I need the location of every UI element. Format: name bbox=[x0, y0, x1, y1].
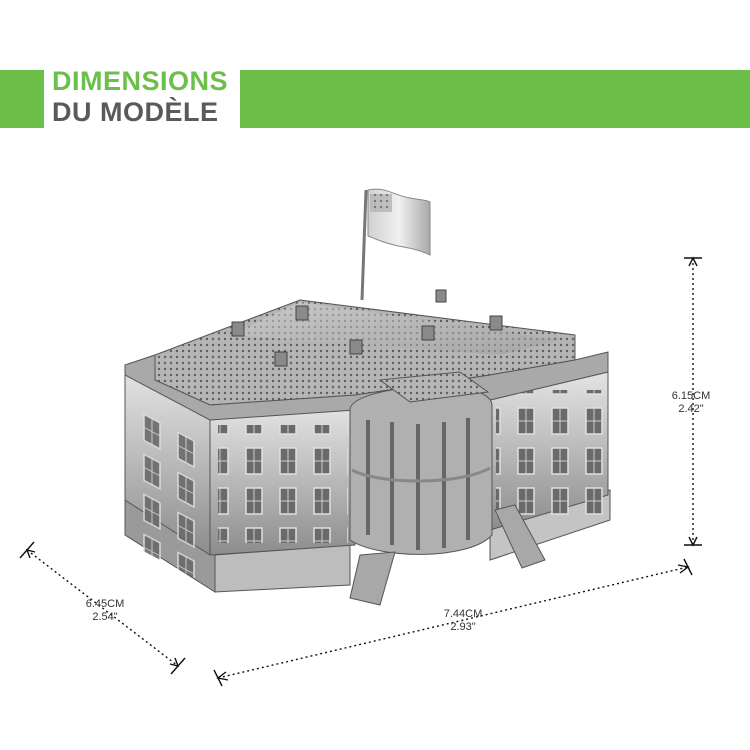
width-in: 2.93" bbox=[450, 621, 476, 633]
title-line-2: DU MODÈLE bbox=[52, 97, 219, 127]
title-line-1: DIMENSIONS bbox=[52, 66, 229, 96]
depth-cm: 6.45CM bbox=[85, 598, 125, 610]
page-title: DIMENSIONS DU MODÈLE bbox=[52, 66, 228, 128]
height-in: 2.42" bbox=[678, 403, 704, 415]
depth-label: 6.45CM 2.54" bbox=[70, 598, 140, 624]
white-house-model bbox=[124, 188, 611, 606]
depth-line bbox=[26, 549, 179, 667]
width-line bbox=[217, 566, 689, 679]
height-cm: 6.15CM bbox=[671, 390, 711, 402]
depth-in: 2.54" bbox=[92, 611, 118, 623]
width-label: 7.44CM 2.93" bbox=[428, 608, 498, 634]
flag-pole bbox=[360, 189, 368, 301]
width-cm: 7.44CM bbox=[443, 608, 483, 620]
dimension-lines bbox=[19, 256, 702, 687]
flag-stars bbox=[370, 194, 392, 212]
header-banner-left bbox=[0, 70, 44, 128]
portico bbox=[349, 386, 493, 555]
height-label: 6.15CM 2.42" bbox=[656, 390, 726, 416]
header-banner-right bbox=[240, 70, 750, 128]
